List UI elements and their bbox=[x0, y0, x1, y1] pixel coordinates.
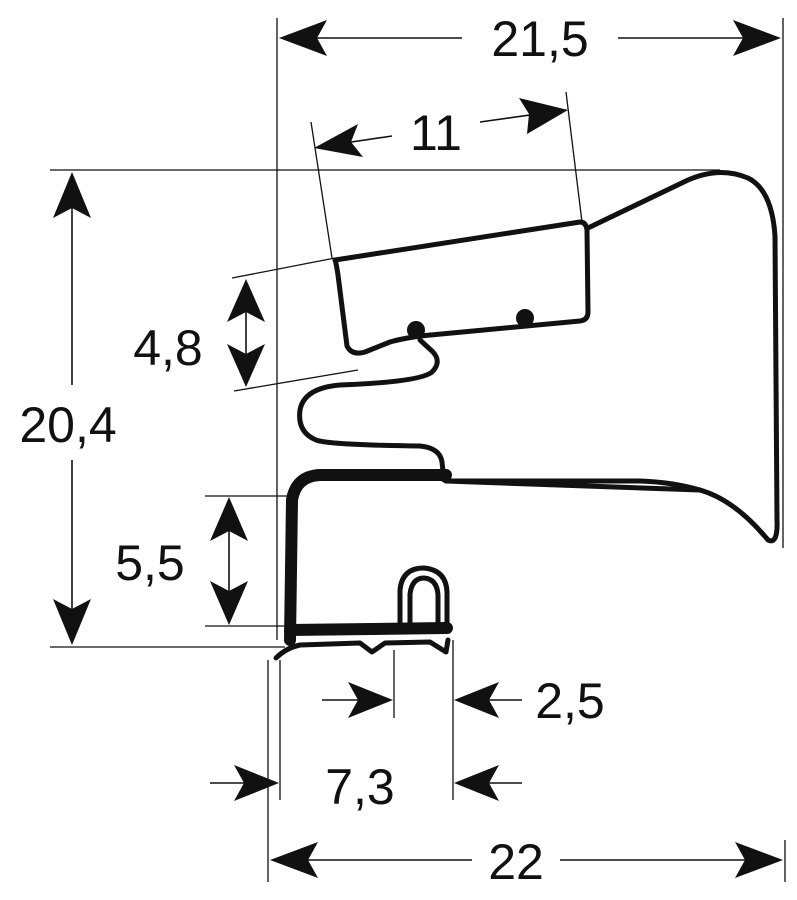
profile-base bbox=[284, 622, 453, 636]
arrow-down bbox=[53, 599, 91, 645]
dim-label-inner-width: 11 bbox=[410, 105, 462, 161]
arrow-down bbox=[210, 581, 248, 625]
dim-label-bottom-width: 22 bbox=[488, 834, 544, 890]
profile-nub-right bbox=[516, 309, 534, 327]
ext-lip-bottom bbox=[233, 369, 359, 392]
profile-bellows bbox=[297, 337, 447, 483]
arrow-right bbox=[348, 682, 393, 718]
arrow-left bbox=[454, 765, 499, 801]
arrow-left bbox=[270, 842, 318, 878]
dimension-top-width: 21,5 bbox=[279, 11, 781, 67]
arrow-left bbox=[454, 682, 499, 718]
dimension-inner-width: 11 bbox=[314, 98, 568, 161]
profile-nub-left bbox=[407, 321, 425, 339]
arrow-right bbox=[234, 765, 279, 801]
ext-lip-top bbox=[231, 257, 336, 279]
profile-base-bottom bbox=[273, 637, 451, 661]
profile-bulb bbox=[397, 565, 450, 633]
dim-label-base-height: 5,5 bbox=[115, 535, 185, 591]
dim-label-total-height: 20,4 bbox=[19, 397, 116, 453]
profile-bulb-inner bbox=[407, 575, 441, 629]
arrow-down bbox=[227, 344, 265, 387]
arrow-right bbox=[733, 20, 781, 56]
dimension-base-inner-width: 7,3 bbox=[210, 759, 522, 815]
arrow-right bbox=[735, 842, 783, 878]
arrow-right bbox=[519, 98, 568, 134]
dimension-bulb-width: 2,5 bbox=[322, 673, 605, 729]
dim-label-lip-height: 4,8 bbox=[133, 320, 203, 376]
dim-label-base-inner-width: 7,3 bbox=[325, 759, 395, 815]
profile-lower-body bbox=[284, 469, 452, 646]
dimension-total-height: 20,4 bbox=[19, 172, 117, 645]
arrow-left bbox=[314, 124, 363, 157]
profile-lower-inner bbox=[443, 478, 703, 493]
dimension-base-height: 5,5 bbox=[115, 497, 248, 625]
arrow-left bbox=[279, 20, 327, 56]
extension-lines bbox=[50, 18, 786, 882]
profile-upper-pocket bbox=[332, 219, 591, 356]
dimension-lip-height: 4,8 bbox=[133, 279, 265, 387]
arrow-up bbox=[210, 497, 248, 541]
dimension-bottom-width: 22 bbox=[270, 834, 783, 890]
ext-inner-left bbox=[310, 121, 333, 259]
dim-label-top-width: 21,5 bbox=[491, 11, 588, 67]
arrow-up bbox=[53, 172, 91, 218]
arrow-up bbox=[227, 279, 265, 322]
gasket-profile bbox=[273, 170, 780, 661]
ext-inner-right bbox=[565, 91, 583, 223]
dim-label-bulb-width: 2,5 bbox=[535, 673, 605, 729]
